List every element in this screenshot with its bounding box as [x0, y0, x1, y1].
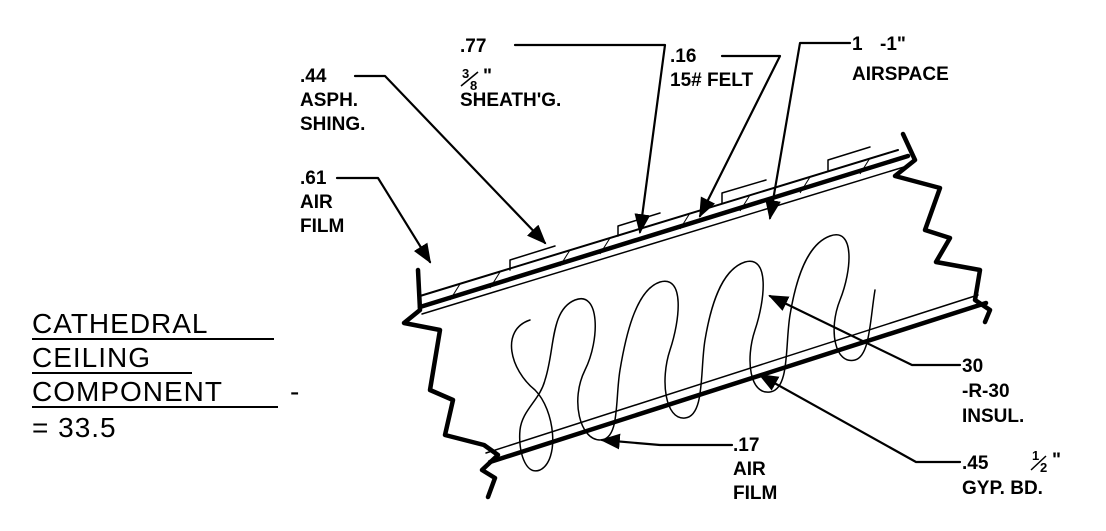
shingle-top-line	[419, 149, 899, 297]
insulation-batt-curve	[510, 234, 876, 472]
airspace-label: AIRSPACE	[852, 64, 949, 85]
leader-sheathing	[513, 43, 667, 234]
outer-air-film-value: .61	[300, 168, 327, 189]
leader-gypsum	[758, 373, 962, 464]
gypsum-bottom-line	[487, 300, 989, 465]
title-line-3: COMPONENT	[32, 376, 223, 407]
insulation-value: 30	[962, 356, 983, 377]
sheathing-value: .77	[460, 36, 486, 57]
shingles-label-1: ASPH.	[300, 90, 358, 111]
inner-air-film-label-1: AIR	[733, 459, 766, 480]
right-break-line	[892, 131, 993, 325]
leader-shingles	[353, 74, 547, 245]
title-line-2: CEILING	[32, 342, 151, 373]
callout-felt: .16 15# FELT	[670, 46, 753, 91]
leaders	[335, 41, 962, 464]
airspace-size: -1"	[880, 34, 906, 55]
airspace-value: 1	[852, 34, 863, 55]
gypsum-unit: "	[1052, 450, 1061, 471]
callout-insulation: 30 -R-30 INSUL.	[962, 356, 1024, 427]
ceiling-assembly	[485, 294, 989, 465]
leader-outer-air-film	[335, 176, 432, 264]
title-dash: -	[290, 376, 300, 407]
sheathing-size-den: 8	[470, 78, 477, 93]
title-block: CATHEDRAL CEILING COMPONENT - = 33.5	[32, 308, 300, 443]
total-value: = 33.5	[32, 412, 117, 443]
felt-value: .16	[670, 46, 696, 67]
gypsum-size-num: 1	[1032, 448, 1039, 463]
inner-air-film-value: .17	[733, 435, 759, 456]
outer-air-film-label-2: FILM	[300, 216, 344, 237]
gypsum-label: GYP. BD.	[962, 478, 1043, 499]
leader-felt	[698, 54, 782, 218]
shingle-hatch	[449, 157, 871, 301]
sheathing-bottom-line	[421, 166, 905, 315]
sheathing-size-num: 3	[462, 66, 469, 81]
callout-outer-air-film: .61 AIR FILM	[300, 168, 344, 237]
felt-line	[417, 153, 911, 310]
shingles-label-2: SHING.	[300, 114, 365, 135]
leader-airspace	[765, 41, 852, 220]
title-line-1: CATHEDRAL	[32, 308, 209, 339]
felt-label: 15# FELT	[670, 70, 753, 91]
gypsum-top-line	[485, 294, 979, 454]
shingle-step-4	[827, 146, 871, 171]
leader-insulation	[768, 294, 962, 367]
sheathing-label: SHEATH'G.	[460, 90, 561, 111]
insulation-label-2: INSUL.	[962, 406, 1024, 427]
callout-airspace: 1 -1" AIRSPACE	[852, 34, 949, 85]
callout-gypsum: .45 1 2 " GYP. BD.	[962, 448, 1061, 499]
insulation-label-1: -R-30	[962, 381, 1010, 402]
callout-sheathing: .77 3 8 " SHEATH'G.	[460, 36, 561, 111]
inner-air-film-label-2: FILM	[733, 483, 777, 504]
roof-assembly	[417, 146, 911, 315]
shingles-value: .44	[300, 66, 327, 87]
gypsum-value: .45	[962, 453, 989, 474]
shingle-step-3	[721, 179, 767, 204]
callout-inner-air-film: .17 AIR FILM	[733, 435, 777, 504]
shingle-step-1	[509, 245, 556, 271]
sheathing-unit: "	[483, 66, 492, 87]
callout-shingles: .44 ASPH. SHING.	[300, 66, 365, 135]
gypsum-size-den: 2	[1040, 460, 1047, 475]
outer-air-film-label-1: AIR	[300, 192, 333, 213]
left-break-line	[401, 267, 501, 500]
leader-inner-air-film	[600, 433, 734, 450]
